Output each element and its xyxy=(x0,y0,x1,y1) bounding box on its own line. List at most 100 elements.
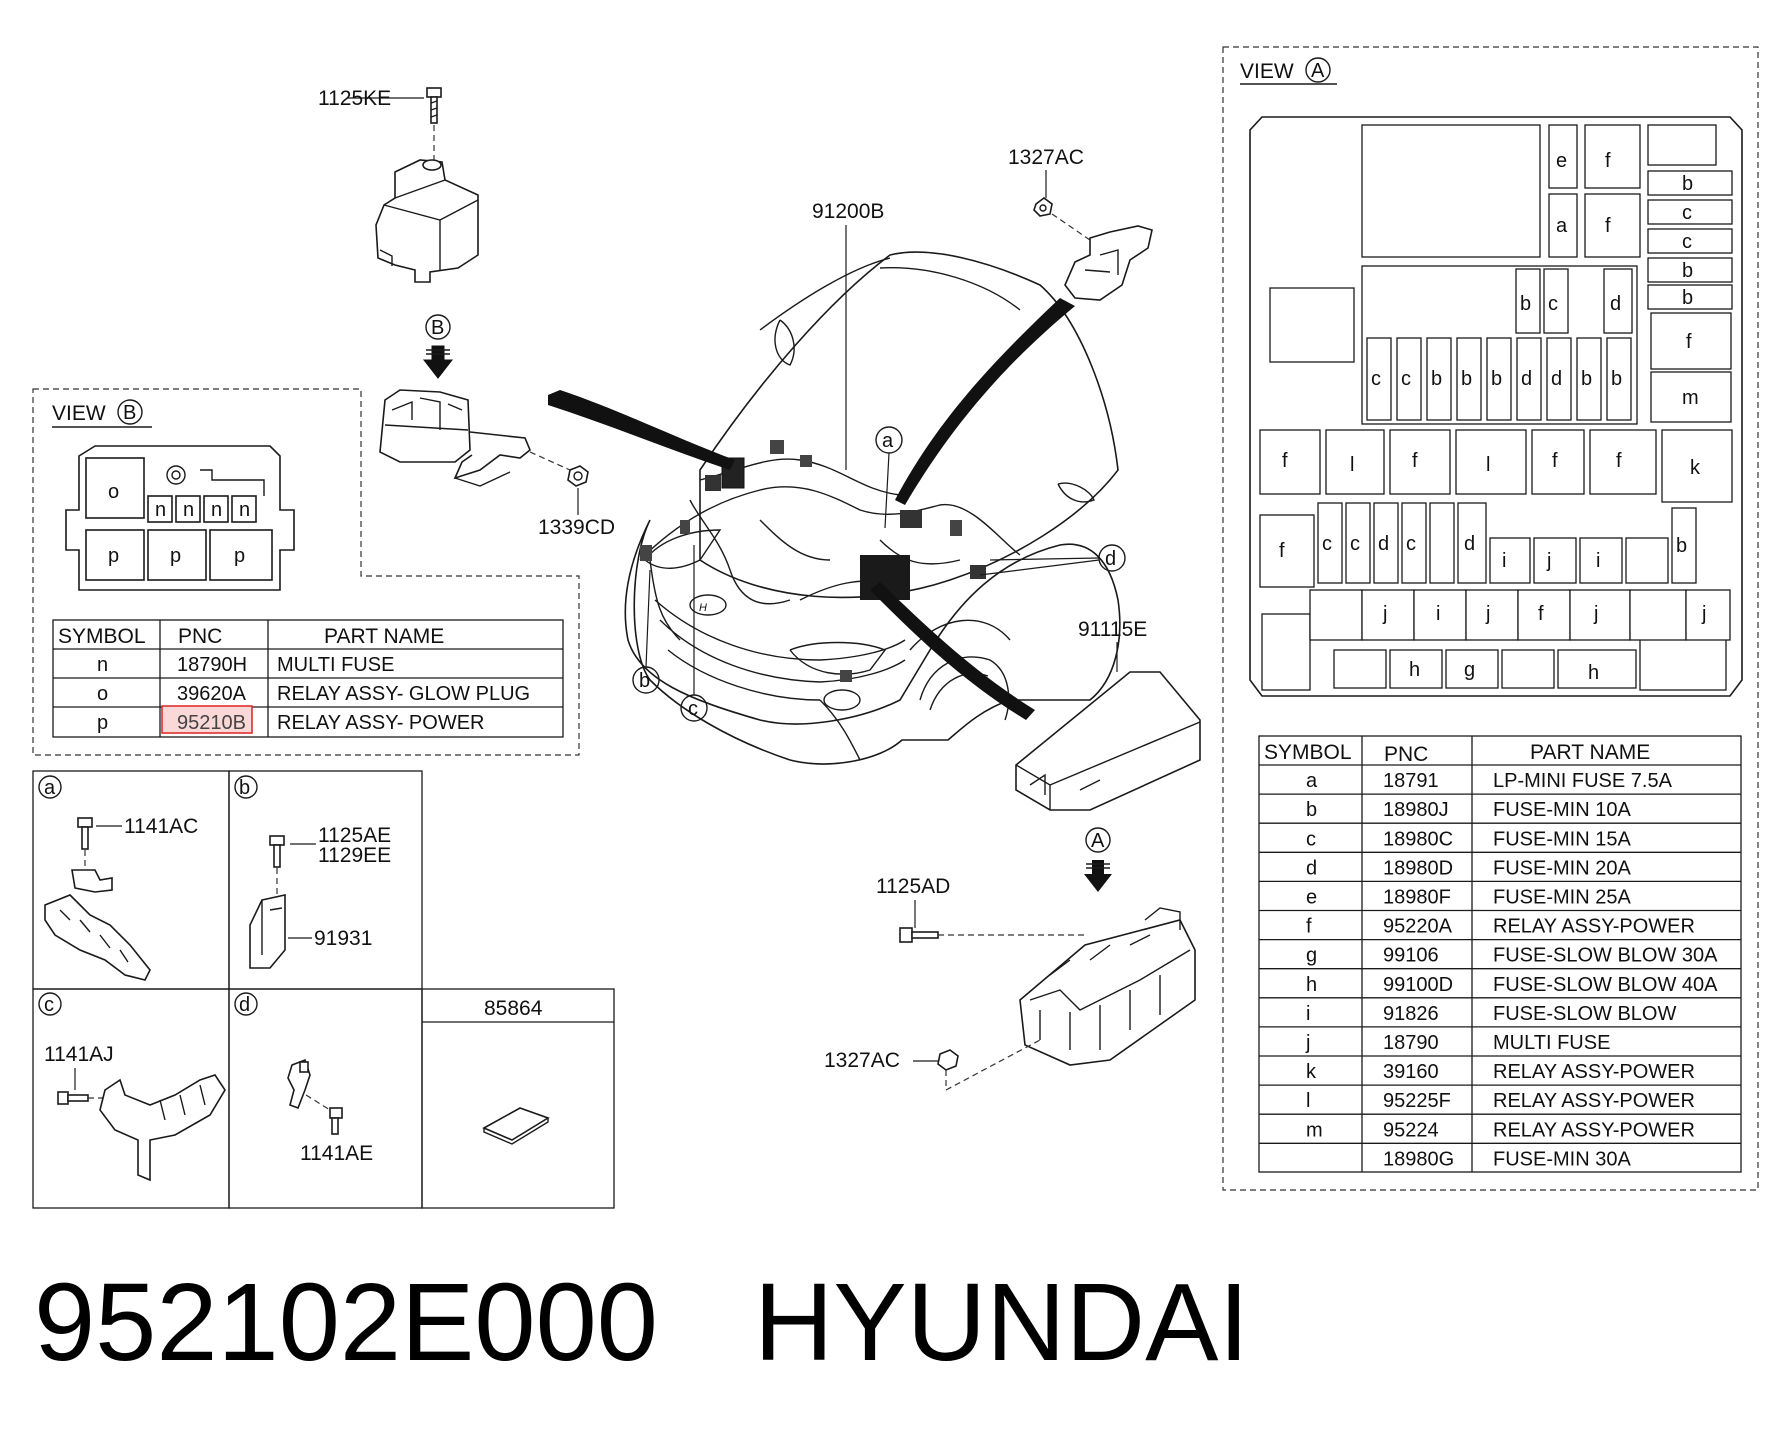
svg-text:d: d xyxy=(1551,368,1562,390)
svg-text:d: d xyxy=(1610,293,1621,315)
svg-text:b: b xyxy=(1611,368,1622,390)
fuse-slot xyxy=(1647,199,1733,225)
fuse-slot xyxy=(1650,371,1732,423)
callout-circle-c: c xyxy=(680,545,708,722)
svg-text:f: f xyxy=(1616,450,1622,472)
view-b-title: VIEW xyxy=(52,402,106,425)
svg-text:n: n xyxy=(183,499,194,521)
svg-text:b: b xyxy=(1682,260,1693,282)
svg-text:n: n xyxy=(211,499,222,521)
table-part-name: RELAY ASSY-POWER xyxy=(1493,1061,1695,1083)
callout-91115e: 91115E xyxy=(1078,618,1147,641)
fuse-slot xyxy=(1606,337,1632,421)
svg-text:85864: 85864 xyxy=(484,997,543,1020)
table-pnc: 18980D xyxy=(1383,857,1453,879)
view-a-letter: A xyxy=(1311,60,1325,82)
fuse-slot xyxy=(1685,589,1731,641)
svg-text:a: a xyxy=(44,777,56,799)
fuse-slot xyxy=(1533,537,1577,584)
svg-text:b: b xyxy=(1491,368,1502,390)
fuse-slot xyxy=(1647,257,1733,283)
arrow-b: B xyxy=(422,314,454,379)
svg-text:1129EE: 1129EE xyxy=(318,844,391,867)
svg-text:SYMBOL: SYMBOL xyxy=(58,625,146,648)
callout-circle-a: a xyxy=(875,426,903,529)
fuse-slot xyxy=(1576,337,1602,421)
svg-text:91931: 91931 xyxy=(314,927,372,950)
fuse-slot xyxy=(1584,193,1641,258)
table-pnc: 99106 xyxy=(1383,945,1439,967)
fuse-slot xyxy=(1429,502,1455,584)
fuse-slot xyxy=(1401,502,1427,584)
fuse-slot xyxy=(1455,429,1527,495)
view-a-title: VIEW xyxy=(1240,60,1294,83)
callout-91200b: 91200B xyxy=(812,200,884,223)
table-part-name: FUSE-SLOW BLOW 30A xyxy=(1493,945,1718,967)
svg-text:SYMBOL: SYMBOL xyxy=(1264,741,1352,764)
relay-block-icon xyxy=(379,389,531,487)
svg-text:1141AC: 1141AC xyxy=(124,815,198,838)
fuse-slot xyxy=(1489,537,1531,584)
svg-text:d: d xyxy=(1464,533,1475,555)
fuse-slot xyxy=(1548,124,1578,189)
callout-1327ac-top: 1327AC xyxy=(1008,146,1084,169)
table-symbol: d xyxy=(1306,857,1317,879)
svg-text:c: c xyxy=(1406,533,1416,555)
table-part-name: RELAY ASSY-POWER xyxy=(1493,1090,1695,1112)
relay-cover-icon xyxy=(375,159,479,283)
table-symbol: e xyxy=(1306,887,1317,909)
table-symbol: h xyxy=(1306,974,1317,996)
table-symbol: f xyxy=(1306,916,1312,938)
fuse-layout: e f a f b c c b b b c d f c c b b xyxy=(1259,124,1733,689)
fuse-slot xyxy=(1516,337,1542,421)
table-pnc: 95224 xyxy=(1383,1119,1439,1141)
table-part-name: RELAY ASSY-POWER xyxy=(1493,1119,1695,1141)
callout-1125ke: 1125KE xyxy=(318,87,391,110)
highlight-box xyxy=(161,705,253,734)
svg-text:p: p xyxy=(108,545,119,567)
fuse-slot xyxy=(1333,649,1387,689)
svg-text:d: d xyxy=(1105,548,1116,570)
fuse-slot xyxy=(1546,337,1572,421)
fuse-slot xyxy=(1579,537,1623,584)
brand-name: HYUNDAI xyxy=(753,1261,1250,1384)
fuse-slot xyxy=(1548,193,1578,258)
svg-text:1125AE: 1125AE xyxy=(318,824,391,847)
svg-text:b: b xyxy=(1682,287,1693,309)
svg-text:n: n xyxy=(239,499,250,521)
fuse-slot xyxy=(1629,589,1687,641)
table-part-name: MULTI FUSE xyxy=(1493,1032,1610,1054)
table-part-name: FUSE-MIN 20A xyxy=(1493,857,1631,879)
svg-text:o: o xyxy=(108,481,119,503)
table-symbol: m xyxy=(1306,1119,1323,1141)
svg-text:RELAY ASSY- GLOW PLUG: RELAY ASSY- GLOW PLUG xyxy=(277,683,530,705)
top-right-bracket: 1327AC xyxy=(1008,146,1153,301)
svg-text:j: j xyxy=(1701,603,1706,625)
svg-text:f: f xyxy=(1538,603,1544,625)
fuse-slot xyxy=(1361,589,1415,641)
svg-text:g: g xyxy=(1464,659,1475,681)
svg-text:d: d xyxy=(239,994,250,1016)
table-pnc: 95220A xyxy=(1383,916,1453,938)
svg-text:c: c xyxy=(1401,368,1411,390)
svg-text:b: b xyxy=(1461,368,1472,390)
fuse-slot xyxy=(1325,429,1385,495)
table-symbol: g xyxy=(1306,945,1317,967)
table-symbol: a xyxy=(1306,770,1318,792)
table-part-name: RELAY ASSY-POWER xyxy=(1493,916,1695,938)
fuse-slot xyxy=(1396,337,1422,421)
table-part-name: LP-MINI FUSE 7.5A xyxy=(1493,770,1673,792)
table-symbol: k xyxy=(1306,1061,1317,1083)
table-pnc: 18791 xyxy=(1383,770,1439,792)
fuse-slot xyxy=(1661,429,1733,503)
svg-text:n: n xyxy=(155,499,166,521)
fuse-slot xyxy=(1569,589,1631,641)
fuse-slot xyxy=(1259,429,1321,495)
detail-grid: a 1141AC b 1125AE 1129EE 91931 xyxy=(32,770,615,1209)
svg-text:39620A: 39620A xyxy=(177,683,247,705)
svg-text:j: j xyxy=(1546,550,1551,572)
svg-text:H: H xyxy=(699,602,707,614)
svg-text:MULTI FUSE: MULTI FUSE xyxy=(277,654,394,676)
fuse-slot xyxy=(1373,502,1399,584)
